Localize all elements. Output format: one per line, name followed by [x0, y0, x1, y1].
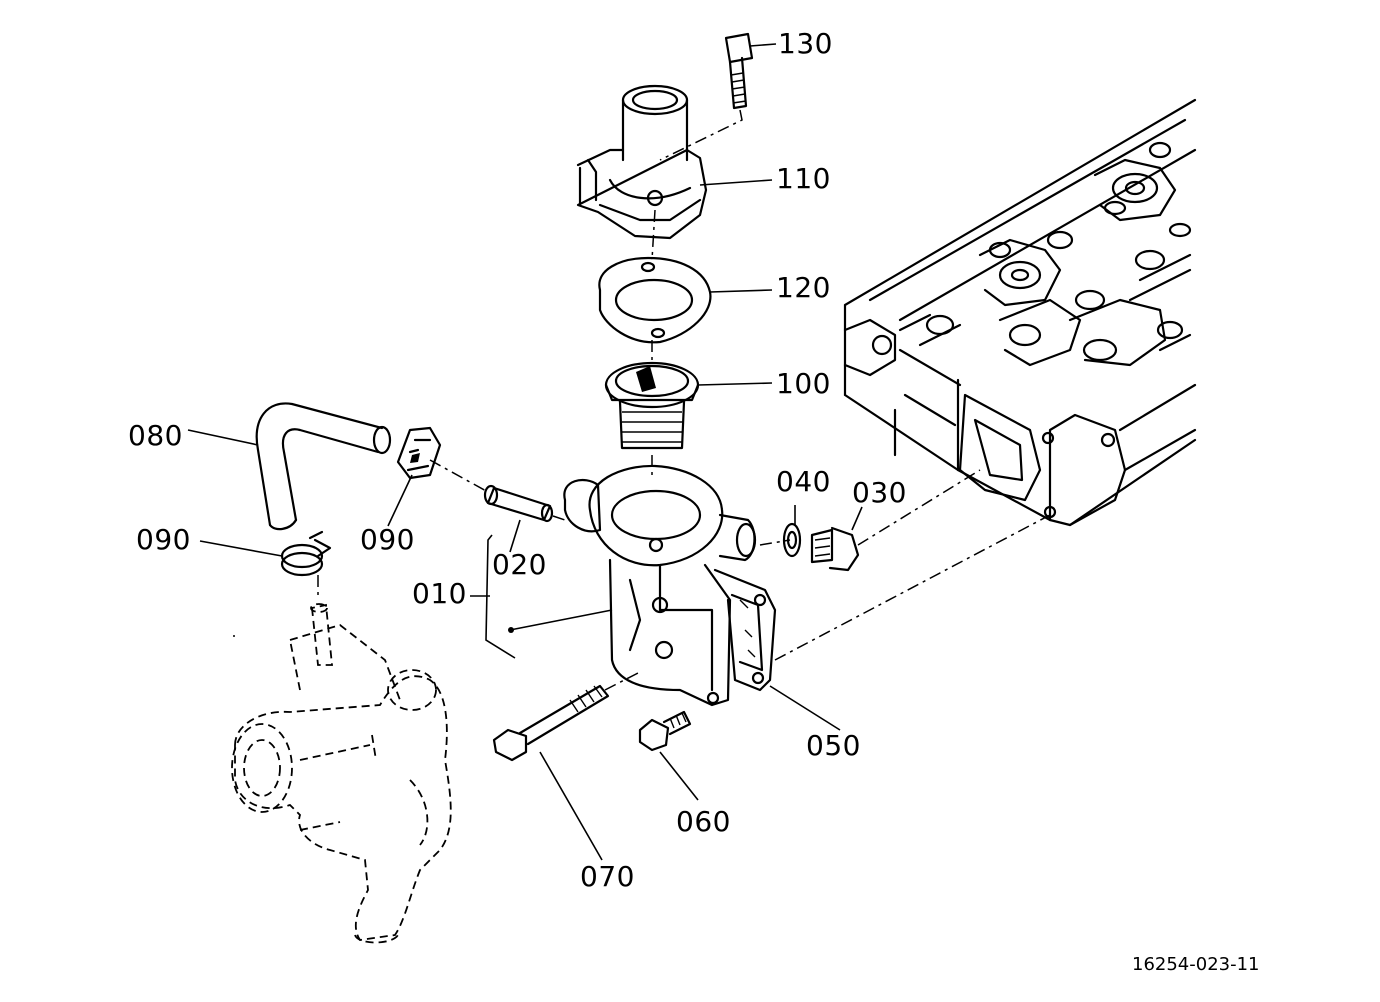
stray-dot — [233, 635, 235, 637]
callout-080: 080 — [128, 419, 183, 452]
water-pump-phantom — [231, 603, 452, 944]
housing-gasket — [713, 568, 777, 692]
thermostat — [604, 361, 700, 450]
callout-010: 010 — [412, 577, 467, 610]
assembly-centerlines — [317, 109, 1051, 691]
bolt-060 — [638, 710, 692, 752]
callout-040: 040 — [776, 465, 831, 498]
drawing-number: 16254-023-11 — [1132, 954, 1260, 975]
callout-130: 130 — [778, 27, 833, 60]
stud-bolt — [492, 684, 610, 762]
callout-030: 030 — [852, 476, 907, 509]
hose-clip-upper — [396, 426, 442, 480]
callout-070: 070 — [580, 860, 635, 893]
callout-090-hose-clip: 090 — [136, 523, 191, 556]
callout-020: 020 — [492, 548, 547, 581]
thermostat-cover — [576, 84, 708, 240]
callout-090-upper-clip: 090 — [360, 523, 415, 556]
callout-050: 050 — [806, 729, 861, 762]
callout-120: 120 — [776, 271, 831, 304]
bolt-130 — [724, 32, 754, 110]
plug — [810, 526, 860, 572]
thermostat-housing — [563, 464, 757, 707]
bypass-hose — [255, 402, 392, 531]
pipe — [483, 484, 554, 523]
cylinder-head — [843, 98, 1197, 527]
leader-lines — [187, 43, 863, 861]
callout-060: 060 — [676, 805, 731, 838]
hose-clip-lower — [280, 530, 332, 577]
thermostat-gasket — [598, 256, 712, 344]
callout-100: 100 — [776, 367, 831, 400]
callout-110: 110 — [776, 162, 831, 195]
